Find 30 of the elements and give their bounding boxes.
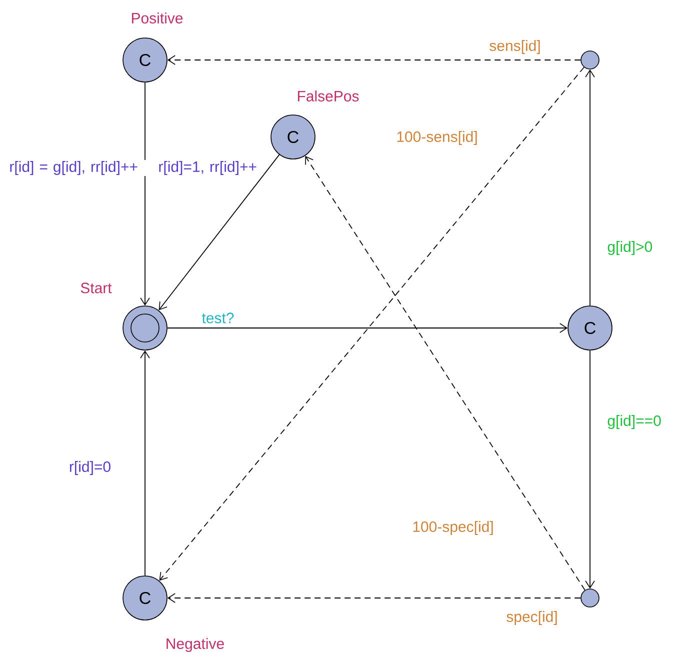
edge-label: r[id]=0	[68, 460, 112, 476]
arrow	[158, 154, 280, 310]
dashed-arrow	[167, 55, 582, 65]
location-circle	[580, 588, 600, 608]
dashed-arrow	[159, 66, 584, 581]
edge-label: g[id]==0	[606, 414, 662, 430]
arrow	[140, 350, 150, 576]
edge-label: test?	[200, 312, 236, 324]
edge-label: r[id] = g[id], rr[id]++	[8, 160, 150, 176]
edge-label: 100-spec[id]	[411, 520, 495, 536]
committed-location: C	[122, 38, 168, 82]
location-name: FalsePos	[298, 90, 359, 102]
location-name: Positive	[132, 12, 183, 24]
arrow	[166, 323, 568, 333]
location-circle	[580, 50, 600, 70]
committed-location: C	[568, 306, 612, 350]
arrow	[585, 350, 595, 589]
committed-location: C	[270, 114, 316, 160]
dashed-arrow	[167, 593, 582, 603]
dashed-arrow	[305, 156, 586, 591]
edge-label: g[id]>0	[606, 240, 654, 256]
edge-label: sens[id]	[488, 39, 542, 55]
edge-label: 100-sens[id]	[395, 130, 479, 146]
location-name: Start	[80, 282, 112, 294]
committed-location: C	[122, 576, 168, 620]
location-name: Negative	[166, 638, 224, 652]
arrow	[585, 69, 595, 306]
edge-label: spec[id]	[505, 610, 559, 626]
arrow	[140, 82, 150, 306]
edge-label: r[id]=1, rr[id]++	[157, 160, 260, 176]
